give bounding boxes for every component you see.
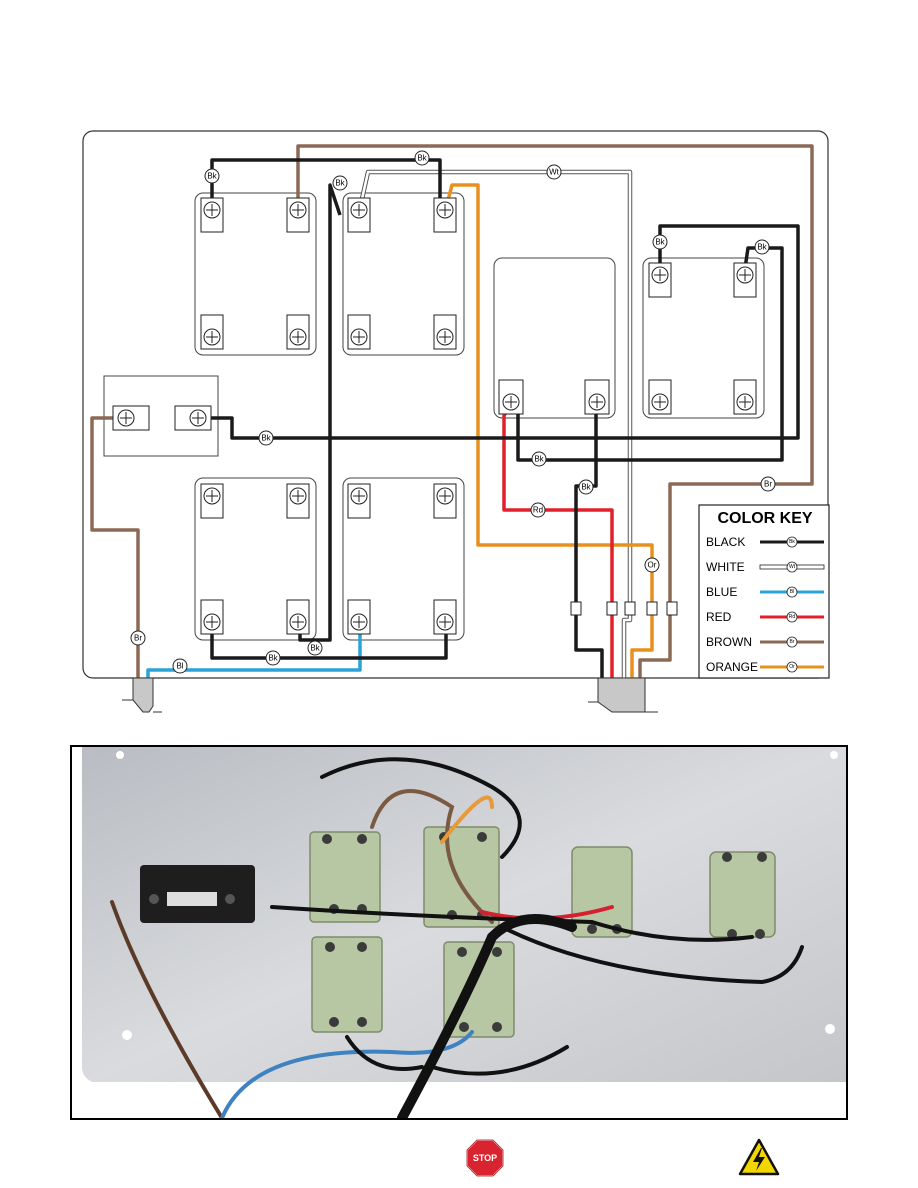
black-wire-5 (516, 246, 784, 462)
switch-box-bottom-1 (194, 477, 317, 641)
color-key-entry: BROWN Br (706, 635, 824, 649)
svg-text:BROWN: BROWN (706, 635, 752, 649)
color-key-title: COLOR KEY (717, 510, 812, 527)
svg-text:Bl: Bl (176, 662, 183, 671)
terminal-group-right (648, 262, 757, 415)
color-key-entry: BLUE Bl (706, 585, 824, 599)
svg-text:Bk: Bk (757, 243, 767, 252)
svg-text:Br: Br (134, 634, 142, 643)
terminal-group-top-1 (200, 197, 310, 350)
svg-text:Bk: Bk (261, 434, 271, 443)
svg-text:BLACK: BLACK (706, 535, 745, 549)
wire-tag: Br (130, 630, 146, 646)
relay-box (493, 257, 616, 419)
wire-tag: Bl (172, 658, 188, 674)
black-wire-3 (210, 625, 448, 660)
color-key-entry: ORANGE Or (706, 660, 824, 674)
svg-text:Bl: Bl (790, 589, 794, 595)
wire-tag: Bk (265, 650, 281, 666)
color-key-entry: WHITE Wt (706, 560, 825, 574)
switch-box-top-1 (194, 192, 317, 356)
terminal-group-block (112, 405, 212, 431)
terminal-group-bottom-2 (347, 483, 457, 635)
svg-text:Bk: Bk (655, 238, 665, 247)
mount-hole-icon (830, 751, 838, 759)
wire-connectors (570, 601, 678, 616)
electrical-hazard-icon (738, 1138, 780, 1176)
wire-tag: Bk (204, 168, 220, 184)
stop-sign-icon: STOP (466, 1139, 504, 1177)
svg-text:Or: Or (648, 561, 657, 570)
svg-text:Bk: Bk (417, 154, 427, 163)
svg-text:Bk: Bk (268, 654, 278, 663)
svg-text:Rd: Rd (789, 614, 796, 620)
switch-photos (309, 826, 776, 1038)
wire-tag: Wt (546, 164, 562, 180)
mount-hole-icon (122, 1030, 132, 1040)
white-wire-inner (358, 170, 632, 690)
terminal-group-relay (498, 379, 610, 415)
svg-text:Wt: Wt (549, 168, 560, 177)
color-key-entry: BLACK Bk (706, 535, 824, 549)
wiring-diagram: Bk Bk Bk Wt Bk Bk Bk Bk Bk Br Rd Or Br B… (82, 130, 830, 713)
svg-text:RED: RED (706, 610, 732, 624)
wire-tag: Br (760, 476, 776, 492)
switch-screws (322, 832, 767, 1032)
switch-box-right (642, 257, 765, 419)
black-wire-2 (298, 183, 342, 642)
svg-text:Or: Or (789, 664, 795, 670)
photo-wires (110, 757, 804, 1118)
wire-tag: Bk (531, 451, 547, 467)
mount-hole-icon (825, 1024, 835, 1034)
black-wire-6 (574, 404, 604, 690)
svg-text:Br: Br (790, 639, 795, 645)
wire-tags: Bk Bk Bk Wt Bk Bk Bk Bk Bk Br Rd Or Br B… (130, 150, 776, 674)
svg-text:Wt: Wt (789, 564, 796, 570)
svg-text:Br: Br (764, 480, 772, 489)
terminals (112, 197, 757, 635)
svg-text:ORANGE: ORANGE (706, 660, 758, 674)
mount-hole-icon (116, 751, 124, 759)
black-wire-4 (198, 224, 800, 440)
color-key-entry: RED Rd (706, 610, 824, 624)
wire-tag: Bk (754, 239, 770, 255)
wire-tag: Bk (258, 430, 274, 446)
wire-tag: Bk (652, 234, 668, 250)
svg-text:Bk: Bk (581, 483, 591, 492)
wire-tag: Bk (307, 640, 323, 656)
color-key: COLOR KEY BLACK Bk WHITE Wt BLUE Bl RED … (698, 504, 830, 679)
wire-tag: Rd (530, 502, 546, 518)
svg-text:Bk: Bk (310, 644, 320, 653)
brown-wire-top (296, 144, 814, 690)
svg-text:Bk: Bk (207, 172, 217, 181)
svg-text:Bk: Bk (335, 179, 345, 188)
wire-tag: Bk (332, 175, 348, 191)
svg-text:Bk: Bk (789, 539, 795, 545)
wire-tag: Bk (578, 479, 594, 495)
svg-text:Rd: Rd (533, 506, 543, 515)
terminal-group-bottom-1 (200, 483, 310, 635)
svg-text:STOP: STOP (473, 1153, 497, 1163)
blue-wire (146, 625, 362, 680)
orange-wire (444, 183, 654, 690)
black-wire-1 (210, 158, 442, 208)
cable-exits (122, 677, 658, 713)
brown-wire-left (90, 416, 140, 678)
wire-tag: Bk (414, 150, 430, 166)
svg-text:BLUE: BLUE (706, 585, 737, 599)
wiring-photo (70, 745, 848, 1120)
svg-text:WHITE: WHITE (706, 560, 745, 574)
terminal-group-top-2 (347, 197, 457, 350)
svg-text:Bk: Bk (534, 455, 544, 464)
wire-tag: Or (644, 557, 660, 573)
